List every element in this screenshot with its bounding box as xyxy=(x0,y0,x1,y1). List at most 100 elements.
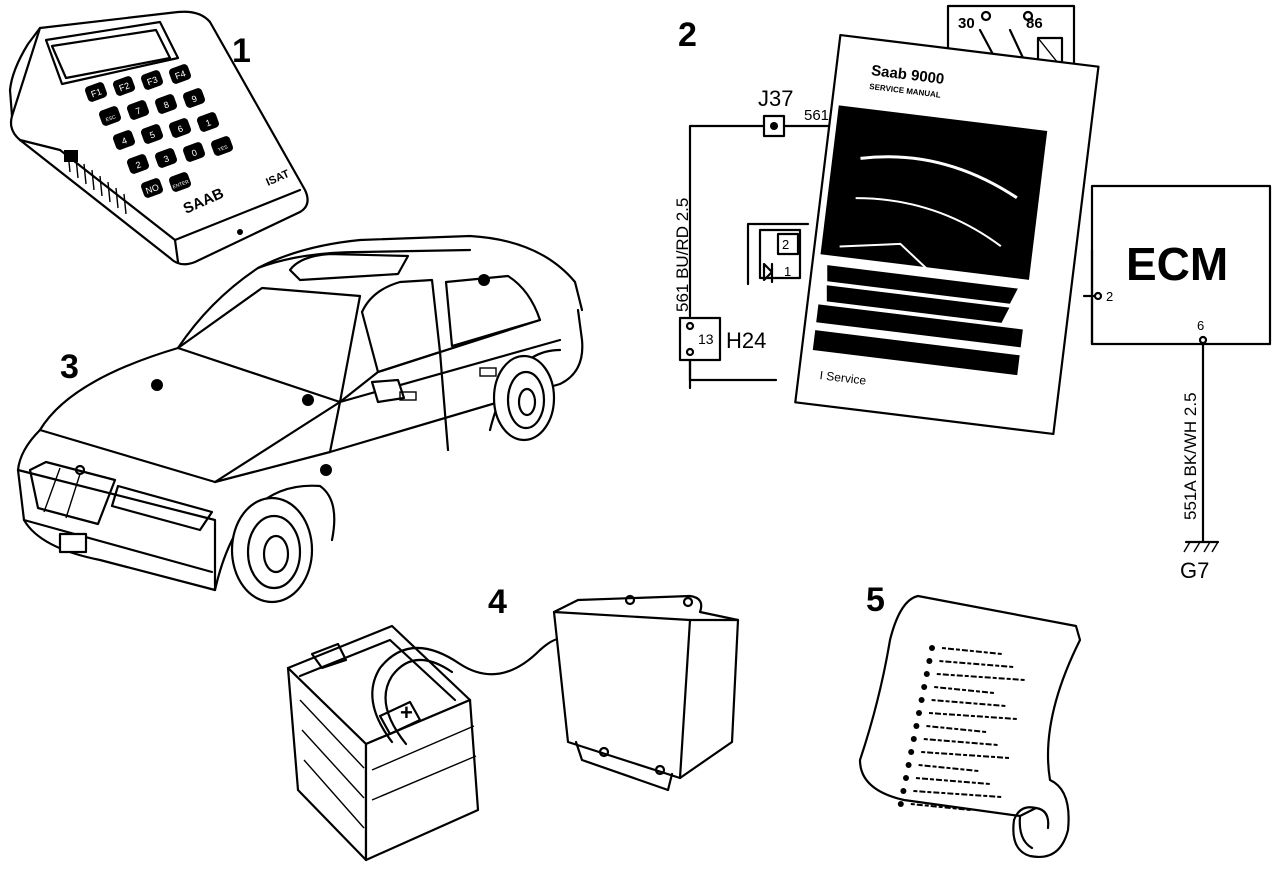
printout-text-line xyxy=(913,790,1002,798)
tester-key-label: NO xyxy=(144,182,160,196)
tester-key-label: 6 xyxy=(176,123,184,134)
tester-key: F1 xyxy=(84,82,108,102)
tester-key-label: F2 xyxy=(118,80,131,93)
callout-1: 1 xyxy=(232,32,251,70)
printout-bullet xyxy=(903,775,909,781)
printout-lines xyxy=(897,645,1025,811)
printout-text-line xyxy=(923,738,998,746)
locator-dot-windshield xyxy=(302,394,314,406)
tester-key-label: 3 xyxy=(162,153,170,164)
connector-j37-label: J37 xyxy=(758,86,793,111)
printout-text-line xyxy=(931,699,1006,707)
printout-text-line xyxy=(915,777,991,785)
callout-3: 3 xyxy=(60,348,79,386)
printout-text-line xyxy=(936,673,1025,681)
tester-key-label: 7 xyxy=(134,105,142,116)
tester-key-label: 1 xyxy=(204,117,212,128)
callout-2: 2 xyxy=(678,16,697,54)
printout-bullet xyxy=(929,645,935,651)
printout-text-line xyxy=(928,712,1018,720)
printout-text-line xyxy=(941,647,1003,655)
wire-right-label: 551A BK/WH 2.5 xyxy=(1181,392,1200,520)
printout-bullet xyxy=(900,788,907,794)
tester-key-label: 9 xyxy=(190,93,198,104)
printout-bullet xyxy=(923,671,930,677)
tester-key-label: 4 xyxy=(120,135,128,146)
tester-key-label: 0 xyxy=(190,147,198,158)
printout-scroll xyxy=(858,594,1082,859)
printout-text-line xyxy=(910,803,971,811)
ecm-label: ECM xyxy=(1126,238,1228,290)
printout-text-line xyxy=(926,725,987,733)
tester-key: ESC xyxy=(98,106,122,126)
tester-vents xyxy=(64,150,127,215)
switch-pin-1: 1 xyxy=(784,264,791,279)
tester-key: 7 xyxy=(126,100,150,120)
printout-bullet xyxy=(916,710,922,716)
tester-key: YES xyxy=(210,136,234,156)
service-manual: Saab 9000 SERVICE MANUAL I Service xyxy=(794,33,1100,436)
tester-key: 2 xyxy=(126,154,150,174)
printout-bullet xyxy=(913,723,920,729)
tester-key: 5 xyxy=(140,124,164,144)
tester-key: 1 xyxy=(196,112,220,132)
printout-bullet xyxy=(918,697,925,703)
battery: + xyxy=(286,624,480,862)
tester-key-label: 8 xyxy=(162,99,170,110)
printout-bullet xyxy=(905,762,912,768)
car-illustration xyxy=(16,234,584,604)
tester-key: 0 xyxy=(182,142,206,162)
tester-key: 4 xyxy=(112,130,136,150)
printout-text-line xyxy=(918,764,979,772)
tester-key-label: F3 xyxy=(146,74,159,87)
printout-text-line xyxy=(934,686,995,694)
tester-key: 6 xyxy=(168,118,192,138)
callout-5: 5 xyxy=(866,581,885,619)
tester-key: F3 xyxy=(140,70,164,90)
printout-text-line xyxy=(921,751,1010,759)
tester-key: 3 xyxy=(154,148,178,168)
tester-key-label: 5 xyxy=(148,129,156,140)
ecm-pin-2: 2 xyxy=(1106,289,1113,304)
relay-pin-86: 86 xyxy=(1026,15,1043,32)
wiring-diagram: 30 86 0 9 J37 561 561 BU/RD 2.5 13 H24 2… xyxy=(673,4,1272,583)
wire-561-label: 561 xyxy=(804,107,829,124)
tester-key-label: F4 xyxy=(174,68,187,81)
ground-symbol: G7 xyxy=(1180,540,1220,583)
callout-4: 4 xyxy=(488,583,507,621)
connector-h24-label: H24 xyxy=(726,328,766,353)
manual-section: I Service xyxy=(819,368,867,388)
printout-bullet xyxy=(921,684,928,690)
connector-h24-pin: 13 xyxy=(698,331,714,347)
tester-key: 9 xyxy=(182,88,206,108)
tester-key: F4 xyxy=(168,64,192,84)
control-module xyxy=(552,594,740,792)
tester-key-label: ENTER xyxy=(172,179,190,191)
tester-key-label: YES xyxy=(217,144,229,153)
tester-key: F2 xyxy=(112,76,136,96)
printout-bullet xyxy=(926,658,933,664)
tester-key: 8 xyxy=(154,94,178,114)
wire-left-label: 561 BU/RD 2.5 xyxy=(673,198,692,312)
tester-key-label: 2 xyxy=(134,159,142,170)
printout-bullet xyxy=(897,801,904,807)
tester-key: NO xyxy=(140,178,164,198)
relay-pin-30: 30 xyxy=(958,15,975,32)
locator-dot-door xyxy=(478,274,490,286)
tester-key-label: F1 xyxy=(90,86,103,99)
tester-key: ENTER xyxy=(168,172,192,192)
battery-and-module: + xyxy=(286,594,740,862)
ground-label: G7 xyxy=(1180,558,1209,583)
locator-dot-fender xyxy=(320,464,332,476)
ecm-pin-6: 6 xyxy=(1197,318,1204,333)
printout-bullet xyxy=(908,749,915,755)
tester-key-label: ESC xyxy=(105,114,117,123)
printout-text-line xyxy=(939,660,1014,668)
printout-bullet xyxy=(910,736,917,742)
locator-dot-hood xyxy=(151,379,163,391)
switch-pin-2: 2 xyxy=(782,237,789,252)
battery-terminal-symbol: + xyxy=(400,700,413,725)
